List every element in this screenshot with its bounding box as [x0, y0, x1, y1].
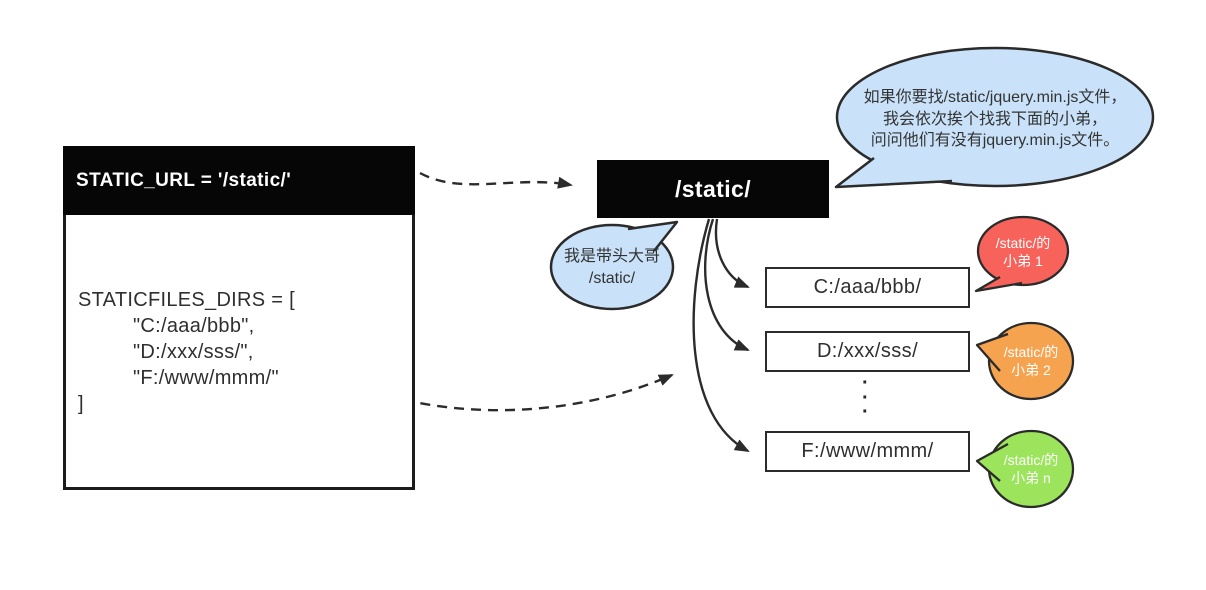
leader-line: 我是带头大哥 — [563, 248, 660, 265]
minion-line: 小弟 1 — [1003, 253, 1043, 269]
code-line: "D:/xxx/sss/", — [133, 341, 254, 363]
arrow-node-to-dir-d — [703, 218, 750, 352]
minion-2-bubble — [987, 321, 1075, 401]
minion-1-bubble-tail — [974, 276, 1023, 293]
minion-line: 小弟 n — [1011, 470, 1051, 486]
minion-1-text: /static/的 小弟 1 — [981, 234, 1065, 270]
leader-bubble — [549, 223, 675, 311]
leader-line: /static/ — [588, 270, 636, 287]
minion-line: /static/的 — [1003, 452, 1059, 468]
ellipsis-dot: · — [862, 401, 869, 423]
dir-node-d: D:/xxx/sss/ — [765, 331, 970, 372]
boss-speech-bubble-tail — [834, 157, 953, 189]
static-url-header: STATIC_URL = '/static/' — [63, 146, 415, 215]
ellipsis-dot: · — [862, 372, 869, 394]
minion-n-text: /static/的 小弟 n — [989, 451, 1073, 487]
boss-speech-text: 如果你要找/static/jquery.min.js文件， 我会依次挨个找我下面… — [840, 87, 1150, 152]
boss-speech-line: 问问他们有没有jquery.min.js文件。 — [870, 132, 1120, 149]
code-line: "C:/aaa/bbb", — [133, 315, 255, 337]
code-line: ] — [78, 393, 84, 415]
minion-1-bubble — [976, 215, 1070, 287]
staticfiles-dirs-code: STATICFILES_DIRS = [ "C:/aaa/bbb", "D:/x… — [78, 287, 295, 417]
dir-node-f: F:/www/mmm/ — [765, 431, 970, 472]
minion-n-bubble-tail — [975, 442, 1009, 482]
arrow-node-to-dir-c — [714, 218, 750, 289]
dashed-arrow-dirs-to-fanout — [323, 369, 674, 412]
static-url-node: /static/ — [597, 160, 829, 218]
settings-panel: STATIC_URL = '/static/' STATICFILES_DIRS… — [63, 146, 415, 490]
code-line: STATICFILES_DIRS = [ — [78, 289, 295, 311]
leader-bubble-text: 我是带头大哥 /static/ — [556, 246, 668, 290]
boss-speech-bubble — [835, 46, 1155, 188]
arrow-node-to-dir-f — [692, 218, 750, 453]
minion-line: /static/的 — [1003, 344, 1059, 360]
more-dirs-ellipsis: · · · — [862, 372, 869, 423]
code-line: "F:/www/mmm/" — [133, 367, 279, 389]
ellipsis-dot: · — [862, 386, 869, 409]
boss-speech-line: 如果你要找/static/jquery.min.js文件， — [863, 89, 1127, 106]
minion-line: 小弟 2 — [1011, 362, 1051, 378]
dashed-arrow-staticurl-to-node — [419, 171, 573, 189]
minion-2-text: /static/的 小弟 2 — [989, 343, 1073, 379]
leader-bubble-tail — [627, 220, 679, 252]
dir-node-c: C:/aaa/bbb/ — [765, 267, 970, 308]
minion-line: /static/的 — [995, 235, 1051, 251]
boss-speech-line: 我会依次挨个找我下面的小弟， — [882, 110, 1107, 128]
minion-2-bubble-tail — [975, 332, 1009, 372]
